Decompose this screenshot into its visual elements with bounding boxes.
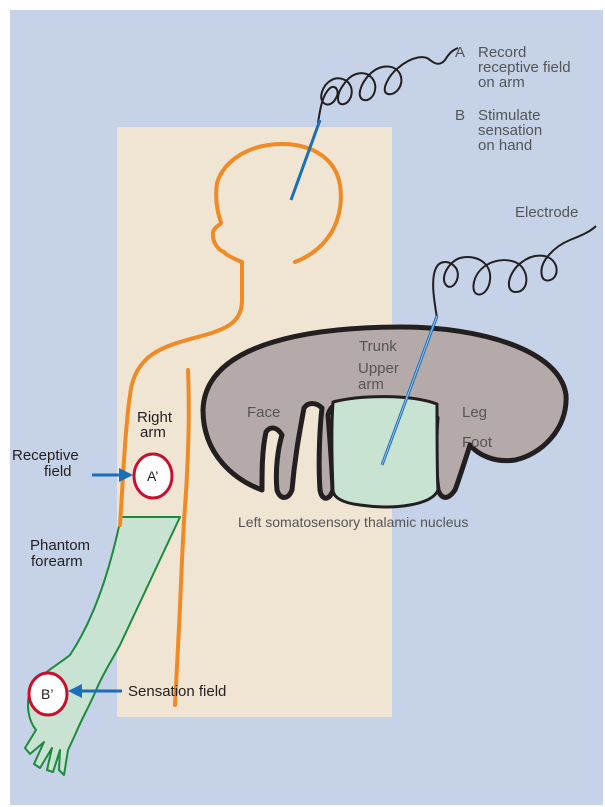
face-label: Face	[247, 404, 280, 421]
right-arm-label-2: arm	[140, 424, 166, 441]
sensation-field-label: Sensation field	[128, 683, 226, 700]
legend-a-line3: on arm	[478, 74, 525, 91]
electrode-label: Electrode	[515, 204, 578, 221]
phantom-label-2: forearm	[31, 553, 83, 570]
phantom-label-1: Phantom	[30, 537, 90, 554]
upper-arm-label-1: Upper	[358, 360, 399, 377]
receptive-label-1: Receptive	[12, 447, 79, 464]
field-b-label: B’	[41, 686, 53, 702]
thalamus-caption: Left somatosensory thalamic nucleus	[238, 514, 468, 530]
foot-label: Foot	[462, 434, 493, 451]
legend-a-letter: A	[455, 44, 465, 61]
electrode-b-wire	[433, 226, 596, 318]
trunk-label: Trunk	[359, 338, 397, 355]
legend-b-line3: on hand	[478, 137, 532, 154]
electrode-a-wire	[318, 48, 458, 123]
receptive-label-2: field	[44, 463, 72, 480]
upper-arm-label-2: arm	[358, 376, 384, 393]
field-a-label: A’	[147, 468, 158, 484]
leg-label: Leg	[462, 404, 487, 421]
legend-b-letter: B	[455, 107, 465, 124]
upper-arm-region	[332, 397, 438, 507]
